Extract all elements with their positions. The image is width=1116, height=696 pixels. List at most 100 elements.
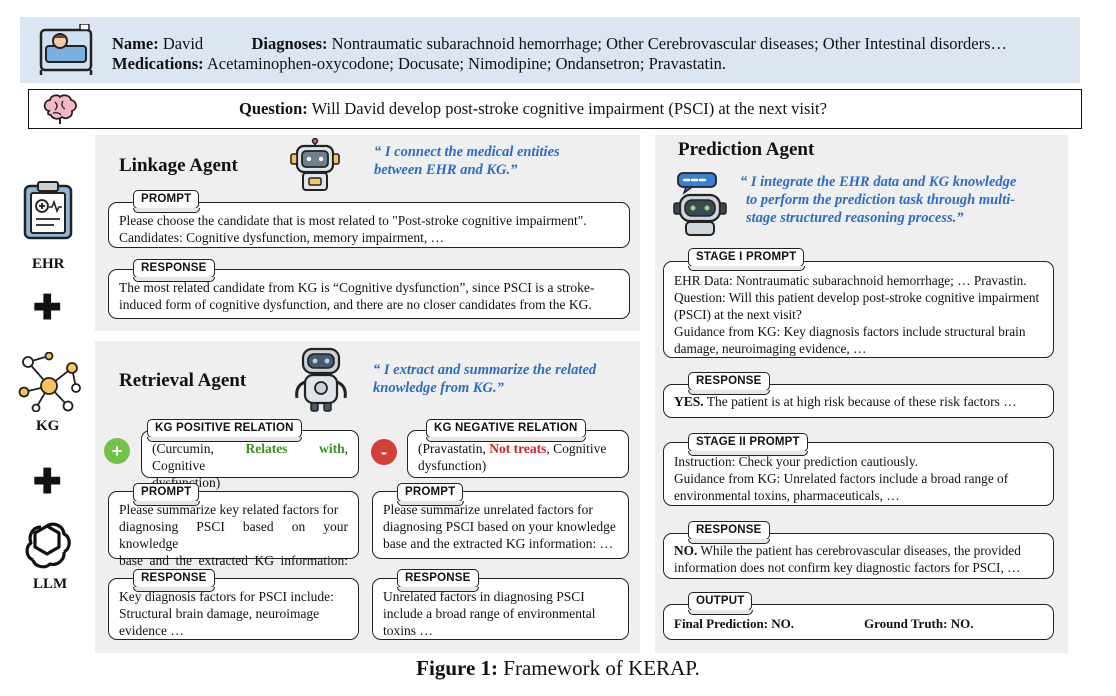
stage-1-line-5: damage, neuroimaging evidence, … xyxy=(674,341,867,356)
retrieval-agent-panel: Retrieval Agent “ I extract and summariz… xyxy=(95,341,640,653)
retrieval-agent-title: Retrieval Agent xyxy=(119,370,247,391)
linkage-quote-line-1: “ I connect the medical entities xyxy=(374,144,560,160)
prediction-agent-panel: Prediction Agent “ I integrate the EHR d… xyxy=(655,135,1068,653)
robot-icon xyxy=(290,138,340,191)
hospital-bed-icon xyxy=(39,24,93,75)
response-2-text: While the patient has cerebrovascular di… xyxy=(697,543,1021,558)
negative-relation: Not treats xyxy=(489,441,547,456)
positive-head: (Curcumin, xyxy=(152,441,246,456)
negative-prompt-line-3: base and the extracted KG information: … xyxy=(383,536,614,551)
prediction-agent-title: Prediction Agent xyxy=(678,139,815,160)
negative-response-tag: RESPONSE xyxy=(396,569,479,592)
kg-label: KG xyxy=(36,418,60,434)
stage-2-prompt-box: Instruction: Check your prediction cauti… xyxy=(663,442,1054,506)
plus-icon: ✚ xyxy=(33,289,62,327)
linkage-quote-line-2: between EHR and KG.” xyxy=(374,162,518,178)
positive-relation: Relates with xyxy=(245,441,345,456)
retrieval-quote: “ I extract and summarize the related kn… xyxy=(373,361,596,397)
robot-icon xyxy=(295,347,347,412)
prediction-quote: “ I integrate the EHR data and KG knowle… xyxy=(740,173,1016,227)
retrieval-positive-response-box: Key diagnosis factors for PSCI include: … xyxy=(108,578,359,640)
stage-1-line-2: Question: Will this patient develop post… xyxy=(674,290,1040,305)
negative-tail: , Cognitive xyxy=(546,441,607,456)
negative-prompt-line-2: diagnosing PSCI based on your knowledge xyxy=(383,519,616,534)
patient-info-banner: Name: David Diagnoses: Nontraumatic suba… xyxy=(20,17,1080,83)
name-label: Name: xyxy=(112,34,159,53)
knowledge-graph-icon xyxy=(18,352,81,412)
kg-positive-relation-line-1: (Curcumin, Relates with, Cognitive xyxy=(152,440,348,474)
stage-1-line-3: (PSCI) at the next visit? xyxy=(674,307,802,322)
negative-head: (Pravastatin, xyxy=(418,441,490,456)
positive-tail: , Cognitive xyxy=(152,441,348,473)
openai-logo-icon xyxy=(25,522,71,569)
response-1-text: The patient is at high risk because of t… xyxy=(703,394,1017,409)
medications-value: Acetaminophen-oxycodone; Docusate; Nimod… xyxy=(206,54,727,73)
diagnoses-label: Diagnoses: xyxy=(251,34,328,53)
ground-truth: Ground Truth: NO. xyxy=(864,616,974,631)
kg-negative-relation-tag: KG NEGATIVE RELATION xyxy=(425,419,586,442)
llm-label: LLM xyxy=(33,576,68,592)
positive-response-line-2: Structural brain damage, neuroimage xyxy=(119,606,320,621)
final-prediction: Final Prediction: NO. xyxy=(674,616,795,631)
figure-caption-label: Figure 1: xyxy=(416,656,499,680)
kg-negative-relation-line-2: dysfunction) xyxy=(418,458,487,473)
linkage-response-line-1: The most related candidate from KG is “C… xyxy=(119,280,595,295)
stage-1-line-1: EHR Data: Nontraumatic subarachnoid hemo… xyxy=(674,273,1027,288)
linkage-response-tag: RESPONSE xyxy=(132,259,215,282)
stage-1-prompt-tag: STAGE I PROMPT xyxy=(687,248,806,271)
linkage-prompt-line-1: Please choose the candidate that is most… xyxy=(119,213,587,228)
prediction-quote-line-3: stage structured reasoning process.” xyxy=(746,210,964,226)
positive-prompt-line-2: diagnosing PSCI based on your knowledge xyxy=(119,519,348,551)
ehr-label: EHR xyxy=(32,256,65,272)
negative-response-line-1: Unrelated factors in diagnosing PSCI xyxy=(383,589,585,604)
linkage-prompt-tag: PROMPT xyxy=(132,190,201,213)
response-1-verdict: YES. xyxy=(674,394,704,409)
plus-icon: ✚ xyxy=(33,463,62,501)
patient-name: David xyxy=(162,34,204,53)
diagnoses-value: Nontraumatic subarachnoid hemorrhage; Ot… xyxy=(331,34,1008,53)
negative-response-line-3: toxins … xyxy=(383,623,433,638)
brain-icon xyxy=(43,94,77,124)
kg-negative-relation-line-1: (Pravastatin, Not treats, Cognitive xyxy=(418,440,618,457)
output-tag: OUTPUT xyxy=(687,592,754,615)
response-2-line-1: NO. While the patient has cerebrovascula… xyxy=(674,542,1043,559)
negative-prompt-tag: PROMPT xyxy=(396,483,465,506)
question-label: Question: xyxy=(239,99,308,118)
stage-2-line-1: Instruction: Check your prediction cauti… xyxy=(674,454,918,469)
ehr-clipboard-icon xyxy=(23,181,73,240)
positive-response-line-1: Key diagnosis factors for PSCI include: xyxy=(119,589,334,604)
response-2-box: NO. While the patient has cerebrovascula… xyxy=(663,533,1054,579)
figure-caption: Figure 1: Framework of KERAP. xyxy=(0,656,1116,681)
response-2-line-2: information does not confirm key diagnos… xyxy=(674,560,1021,575)
question-text: Question: Will David develop post-stroke… xyxy=(239,99,827,119)
response-1-tag: RESPONSE xyxy=(687,372,770,395)
positive-response-line-3: evidence … xyxy=(119,623,184,638)
stage-1-line-4: Guidance from KG: Key diagnosis factors … xyxy=(674,324,1026,339)
medications-label: Medications: xyxy=(112,54,204,73)
linkage-prompt-line-2: Candidates: Cognitive dysfunction, memor… xyxy=(119,230,445,245)
response-2-tag: RESPONSE xyxy=(687,521,770,544)
stage-1-prompt-box: EHR Data: Nontraumatic subarachnoid hemo… xyxy=(663,261,1054,358)
question-body: Will David develop post-stroke cognitive… xyxy=(311,99,827,118)
positive-prompt-tag: PROMPT xyxy=(132,483,201,506)
stage-2-line-2: Guidance from KG: Unrelated factors incl… xyxy=(674,471,1009,486)
figure-caption-text: Framework of KERAP. xyxy=(498,656,700,680)
kg-positive-relation-tag: KG POSITIVE RELATION xyxy=(146,419,302,442)
prediction-quote-line-1: “ I integrate the EHR data and KG knowle… xyxy=(740,174,1017,190)
stage-2-line-3: environmental toxins, pharmaceuticals, … xyxy=(674,488,900,503)
negative-response-line-2: include a broad range of environmental xyxy=(383,606,596,621)
positive-response-tag: RESPONSE xyxy=(132,569,215,592)
linkage-agent-panel: Linkage Agent “ I connect the medical en… xyxy=(95,135,640,331)
linkage-response-line-2: induced form of cognitive dysfunction, a… xyxy=(119,297,592,312)
retrieval-quote-line-1: “ I extract and summarize the related xyxy=(373,362,597,378)
linkage-quote: “ I connect the medical entities between… xyxy=(374,143,560,179)
positive-relation-icon: + xyxy=(104,438,130,464)
linkage-agent-title: Linkage Agent xyxy=(119,155,238,176)
prediction-quote-line-2: to perform the prediction task through m… xyxy=(746,192,1016,208)
robot-chat-icon xyxy=(673,172,727,236)
negative-relation-icon: - xyxy=(371,439,397,465)
question-bar: Question: Will David develop post-stroke… xyxy=(28,89,1082,129)
response-2-verdict: NO. xyxy=(674,543,698,558)
patient-line-2: Medications: Acetaminophen-oxycodone; Do… xyxy=(112,54,726,74)
retrieval-quote-line-2: knowledge from KG.” xyxy=(373,380,504,396)
